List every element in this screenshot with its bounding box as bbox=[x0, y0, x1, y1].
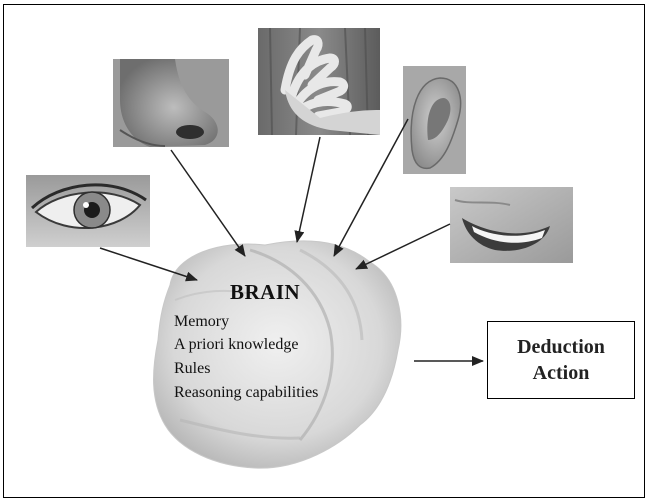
arrow-nose-to-brain bbox=[171, 150, 245, 256]
brain-item-reasoning-capabilities: Reasoning capabilities bbox=[174, 384, 318, 402]
eye-image bbox=[26, 175, 150, 247]
mouth-image bbox=[450, 187, 573, 263]
brain-item-rules: Rules bbox=[174, 360, 210, 378]
output-action: Action bbox=[533, 360, 590, 386]
nose-image bbox=[113, 59, 229, 147]
brain-item-a-priori-knowledge: A priori knowledge bbox=[174, 336, 298, 354]
brain-item-memory: Memory bbox=[174, 313, 229, 331]
arrow-ear-to-brain bbox=[334, 119, 408, 256]
arrow-mouth-to-brain bbox=[356, 224, 450, 269]
output-deduction: Deduction bbox=[517, 334, 605, 360]
output-box: Deduction Action bbox=[487, 321, 635, 399]
hand-image bbox=[258, 28, 380, 135]
arrow-hand-to-brain bbox=[297, 137, 320, 242]
ear-image bbox=[403, 66, 466, 174]
brain-image bbox=[154, 241, 401, 468]
brain-title: BRAIN bbox=[230, 280, 300, 305]
